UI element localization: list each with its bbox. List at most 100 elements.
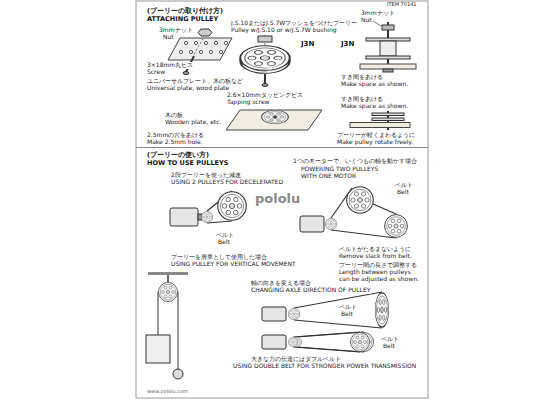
pulley	[288, 337, 298, 347]
plate-hole	[209, 50, 212, 53]
figure-title: 2段プーリーを使った減速	[170, 172, 242, 179]
plate-hole	[189, 50, 192, 53]
belt	[373, 204, 396, 214]
pulley	[201, 211, 212, 222]
part-label: ベルト	[394, 182, 414, 189]
part-label: Belt	[340, 311, 354, 318]
part-label: Belt	[396, 189, 410, 196]
part-label: Nut	[162, 34, 175, 41]
wooden-plate	[350, 123, 410, 128]
pulley	[262, 110, 289, 123]
motor	[300, 216, 324, 232]
note-text: プーリー間の長さで調整する	[338, 262, 418, 269]
part-code: J3N	[300, 40, 315, 48]
plate-hole	[214, 41, 217, 44]
part-label: J.S.10またはJ.S.7Wブッシュをつけたプーリー	[230, 20, 358, 27]
rope	[158, 292, 159, 335]
pulley-flange	[366, 56, 410, 59]
figure-title: プーリーを滑車として使用した場合	[170, 254, 268, 261]
part-label: Tapping screw	[226, 99, 271, 106]
nut	[198, 29, 212, 36]
plate-hole	[204, 41, 207, 44]
figure-title: CHANGING AXLE DIRECTION OF PULLEY	[250, 287, 371, 294]
leader-line	[373, 21, 381, 26]
part-label: ベルト	[380, 336, 400, 343]
motor	[170, 208, 198, 226]
sheet-frame	[136, 1, 428, 398]
note-text: Length between pulleys can be adjusted a…	[338, 269, 422, 283]
ceiling-bar	[148, 272, 188, 275]
pulley	[159, 283, 178, 302]
plate-hole	[219, 50, 222, 53]
note-text: Make 2.5mm hole.	[146, 139, 204, 146]
watermark: pololu	[254, 192, 301, 207]
note-text: ベルトがたるまないように	[338, 246, 412, 253]
screw-head	[383, 69, 393, 72]
part-label: Wooden plate, etc.	[164, 119, 222, 126]
note-text: 2.5mmの穴をあける	[146, 132, 205, 139]
part-label: Belt	[217, 239, 231, 246]
pulley	[375, 293, 389, 327]
section-heading: (プーリーの取り付け方)	[146, 8, 224, 15]
screw-head	[183, 72, 189, 75]
part-code: J3N	[340, 40, 355, 48]
figure-title: USING PULLEY FOR VERTICAL MOVEMENT	[170, 261, 297, 268]
pulley-flange	[372, 113, 404, 116]
note-text: Make space as shown.	[340, 81, 409, 88]
plate-hole	[199, 50, 202, 53]
pulley-flange	[372, 118, 404, 121]
rope	[178, 292, 179, 369]
note-text: プーリーが軽くまわるように	[336, 132, 416, 139]
figure-title: USING DOUBLE BELT FOR STRONGER POWER TRA…	[232, 363, 417, 370]
note-text: Make space as shown.	[340, 103, 409, 110]
section-divider	[136, 147, 428, 148]
universal-plate	[168, 38, 232, 60]
figure-title: USING 2 PULLEYS FOR DECELERATED	[170, 179, 284, 186]
plate-hole	[194, 41, 197, 44]
pulley	[351, 333, 370, 352]
plate-hole	[179, 50, 182, 53]
spool	[173, 369, 183, 379]
belt	[294, 320, 382, 328]
assembly-line	[194, 37, 204, 54]
part-label: 3×18mm丸ビス	[146, 62, 194, 69]
part-label: 木の板	[164, 112, 184, 119]
plate	[360, 64, 416, 69]
part-label: 2.6×10mmタッピングビス	[226, 92, 304, 99]
pulley	[325, 218, 336, 229]
pulley-hub	[380, 41, 396, 56]
part-label: Screw	[146, 69, 166, 76]
motor	[262, 307, 286, 321]
section-heading: (プーリーの使い方)	[146, 152, 210, 159]
pulley	[347, 187, 374, 214]
pulley	[240, 46, 289, 71]
part-label: Nut	[360, 17, 373, 24]
motor	[262, 335, 286, 349]
screw	[264, 74, 266, 84]
part-label: Universal plate, wood plate	[146, 85, 230, 92]
part-label: ベルト	[338, 304, 358, 311]
watermark: www.pololu.com	[146, 389, 189, 395]
part-label: Belt	[382, 343, 396, 350]
part-label: 3mmナット	[158, 27, 194, 34]
figure-title: 大きな力の伝達にはダブルベルト	[250, 356, 342, 363]
wooden-plate	[226, 110, 322, 130]
nut	[382, 25, 394, 30]
note-text: Make pulley rotate freely.	[336, 139, 414, 146]
part-label: 3mmナット	[360, 10, 396, 17]
note-text: すき間をあける	[340, 74, 384, 81]
pulley	[218, 192, 247, 221]
part-label: ベルト	[215, 232, 235, 239]
plate-hole	[184, 41, 187, 44]
screw-head	[262, 84, 268, 87]
figure-title: POWERING TWO PULLEYS WITH ONE MOTOR	[300, 166, 384, 180]
item-number: ITEM 70141	[386, 2, 418, 8]
pulley	[288, 308, 299, 319]
plate-hole	[224, 41, 227, 44]
part-label: Pulley w/J.S.10 or w/J.S.7W bushing	[230, 27, 338, 34]
note-text: Remove slack from belt.	[338, 253, 413, 260]
figure-title: 1つのモーターで、いくつもの軸を動かす場合	[292, 158, 418, 165]
section-heading: ATTACHING PULLEY	[146, 16, 219, 23]
